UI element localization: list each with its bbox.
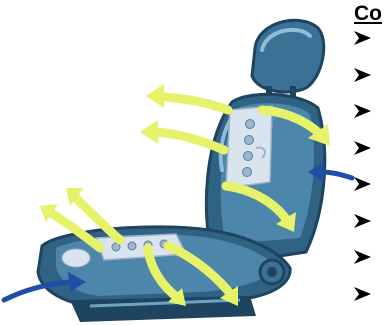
bullet-list — [352, 0, 385, 326]
arrowhead-bullet-icon — [352, 65, 374, 85]
arrowhead-bullet-icon — [352, 284, 374, 304]
airflow-arrowhead — [140, 120, 158, 144]
airflow-arrow — [150, 132, 224, 150]
arrowhead-bullet-icon — [352, 101, 374, 121]
arrowhead-bullet-icon — [352, 247, 374, 267]
adjustment-knob — [260, 260, 284, 284]
intake-arrow — [322, 172, 352, 178]
arrowhead-bullet-icon — [352, 28, 374, 48]
airflow-arrow — [156, 96, 228, 110]
airflow-arrowhead — [146, 84, 164, 108]
headrest — [252, 20, 324, 104]
arrowhead-bullet-icon — [352, 211, 374, 231]
arrowhead-bullet-icon — [352, 174, 374, 194]
arrowhead-bullet-icon — [352, 138, 374, 158]
backrest-vent-panel — [226, 106, 272, 188]
